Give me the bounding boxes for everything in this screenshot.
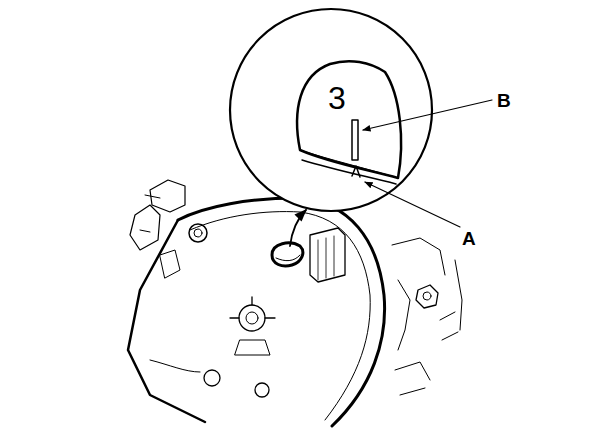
callout-letter: A [462,229,476,248]
callout-letter: B [497,91,511,110]
timing-mark-number: 3 [328,82,346,114]
